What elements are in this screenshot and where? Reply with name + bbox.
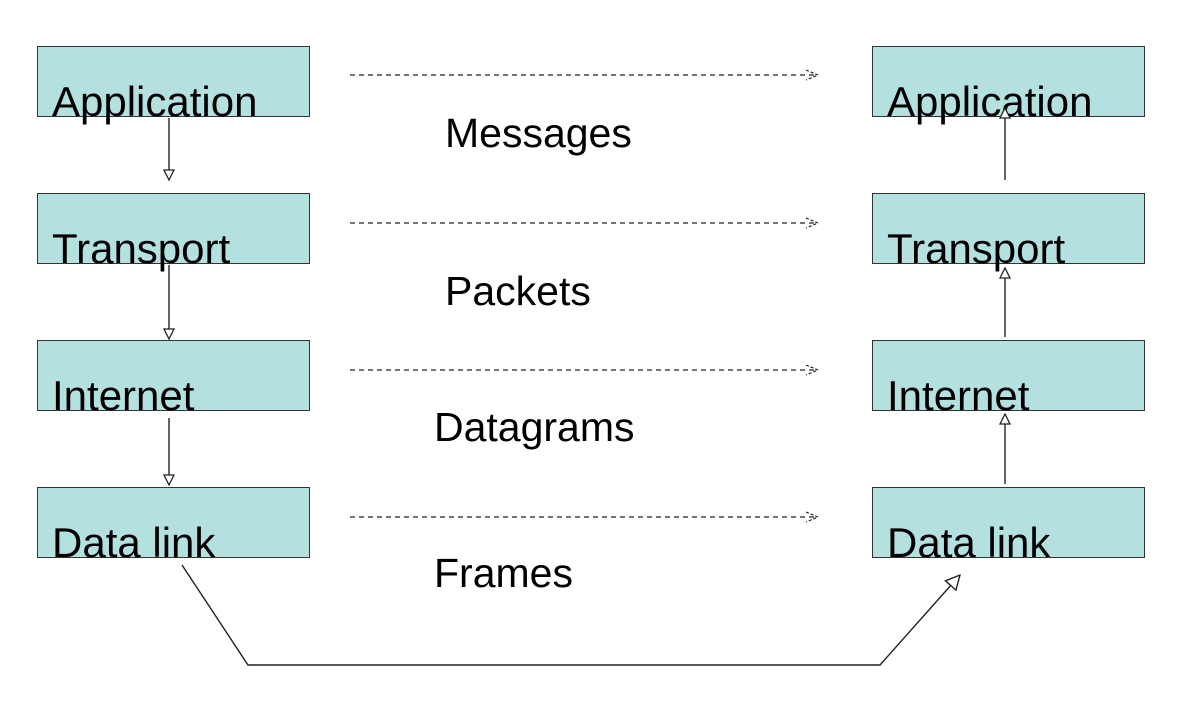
sender-internet-layer: Internet — [37, 340, 310, 417]
receiver-transport-layer: Transport — [872, 193, 1145, 270]
sender-data-link-label: Data link — [52, 519, 216, 566]
packets-label: Packets — [445, 268, 591, 314]
messages-label: Messages — [445, 110, 632, 156]
sender-application-layer: Application — [37, 46, 310, 123]
receiver-transport-label: Transport — [887, 225, 1066, 272]
sender-transport-label: Transport — [52, 225, 231, 272]
frames-label: Frames — [434, 550, 573, 596]
receiver-application-layer: Application — [872, 46, 1145, 123]
receiver-internet-label: Internet — [887, 372, 1030, 419]
receiver-internet-layer: Internet — [872, 340, 1145, 417]
sender-data-link-layer: Data link — [37, 487, 310, 564]
sender-application-label: Application — [52, 78, 258, 125]
receiver-data-link-layer: Data link — [872, 487, 1145, 564]
receiver-data-link-label: Data link — [887, 519, 1051, 566]
sender-internet-label: Internet — [52, 372, 195, 419]
sender-transport-layer: Transport — [37, 193, 310, 270]
datagrams-label: Datagrams — [434, 404, 635, 450]
receiver-application-label: Application — [887, 78, 1093, 125]
